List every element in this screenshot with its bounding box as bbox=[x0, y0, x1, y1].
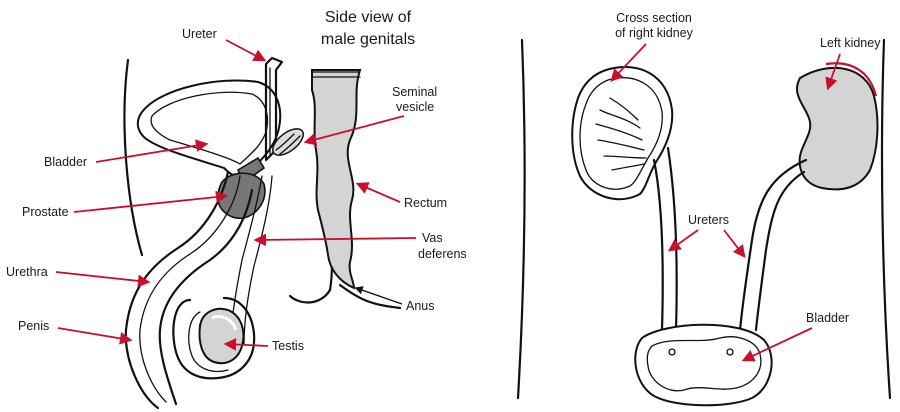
label-prostate: Prostate bbox=[22, 205, 69, 219]
arrow-prostate bbox=[74, 196, 226, 212]
label-ureters: Ureters bbox=[688, 213, 729, 227]
label-vas-2: deferens bbox=[418, 247, 467, 261]
right-body-contour-right bbox=[882, 40, 890, 398]
label-rectum: Rectum bbox=[404, 196, 447, 210]
label-ureter: Ureter bbox=[182, 27, 217, 41]
arrow-ureters-right bbox=[670, 230, 698, 250]
label-bladder-left: Bladder bbox=[44, 155, 87, 169]
arrow-ureter bbox=[226, 40, 264, 60]
right-body-contour-left bbox=[518, 40, 525, 398]
label-left-kidney: Left kidney bbox=[820, 36, 881, 50]
lower-contour bbox=[340, 285, 400, 308]
label-testis: Testis bbox=[272, 339, 304, 353]
arrow-anus bbox=[356, 288, 402, 304]
ureter-opening-right bbox=[727, 349, 733, 355]
side-view-illustration bbox=[124, 58, 400, 408]
label-seminal-2: vesicle bbox=[396, 100, 434, 114]
label-penis: Penis bbox=[18, 319, 49, 333]
right-ureter bbox=[654, 160, 663, 330]
bladder-right bbox=[635, 325, 771, 406]
arrow-penis bbox=[58, 328, 130, 340]
title-line-2: male genitals bbox=[321, 31, 415, 48]
ureter-opening-left bbox=[669, 349, 675, 355]
rectum bbox=[312, 70, 360, 288]
label-urethra: Urethra bbox=[6, 265, 48, 279]
title-line-1: Side view of bbox=[325, 9, 412, 26]
label-cross-section-1: Cross section bbox=[616, 11, 692, 25]
label-bladder-right: Bladder bbox=[806, 311, 849, 325]
arrow-vas bbox=[256, 238, 416, 240]
arrow-rectum bbox=[358, 184, 400, 202]
label-cross-section-2: of right kidney bbox=[615, 26, 694, 40]
left-ureter-inner bbox=[756, 172, 804, 330]
label-seminal-1: Seminal bbox=[392, 85, 437, 99]
label-anus: Anus bbox=[406, 299, 435, 313]
left-kidney bbox=[797, 68, 877, 190]
arrow-ureters-left bbox=[724, 230, 744, 256]
label-vas-1: Vas bbox=[422, 231, 443, 245]
arrow-urethra bbox=[56, 272, 148, 282]
right-ureter-inner bbox=[668, 148, 677, 330]
left-ureter bbox=[740, 160, 806, 330]
